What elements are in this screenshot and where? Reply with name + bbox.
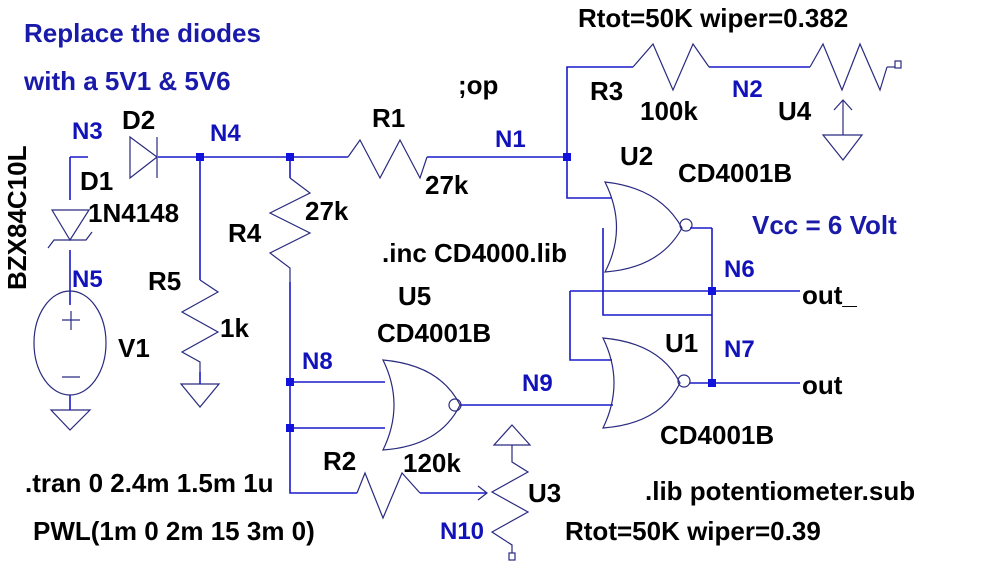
resistor-r3-symbol	[632, 42, 710, 92]
nor-gate-u5-symbol	[381, 359, 462, 451]
d1-ref: D1	[80, 166, 114, 196]
v1-ref: V1	[118, 333, 150, 363]
u3-value: Rtot=50K wiper=0.39	[565, 516, 821, 546]
net-label-n3: N3	[72, 118, 103, 145]
u2-ref: U2	[620, 141, 654, 171]
resistor-r5-symbol	[180, 279, 220, 372]
u3-ref: U3	[528, 478, 562, 508]
net-label-n10: N10	[440, 518, 485, 545]
net-label-n9: N9	[522, 370, 553, 397]
port-out: out	[802, 370, 843, 400]
diode-d2-symbol	[129, 135, 158, 180]
resistor-r2-symbol	[356, 471, 421, 520]
r3-ref: R3	[590, 76, 624, 106]
net-label-n5: N5	[72, 266, 103, 293]
directive-tran: .tran 0 2.4m 1.5m 1u	[25, 468, 274, 498]
junction-n8-b	[286, 424, 294, 432]
u2-value: CD4001B	[678, 158, 793, 188]
d2-ref: D2	[122, 105, 156, 135]
directive-op: ;op	[458, 70, 499, 100]
junction-n1	[563, 153, 571, 161]
ground-symbols	[49, 99, 864, 431]
u4-ref: U4	[778, 96, 812, 126]
directive-lib: .lib potentiometer.sub	[645, 476, 916, 506]
v1-value: PWL(1m 0 2m 15 3m 0)	[33, 516, 315, 546]
u1-value: CD4001B	[660, 420, 775, 450]
net-label-n7: N7	[724, 336, 755, 363]
r3-value: 100k	[640, 96, 698, 126]
r2-value: 120k	[403, 448, 461, 478]
u5-value: CD4001B	[377, 318, 492, 348]
port-out-bar: out_	[802, 280, 857, 310]
u5-ref: U5	[398, 281, 432, 311]
junction-n7	[708, 379, 716, 387]
resistor-r1-symbol	[347, 138, 428, 180]
junctions	[196, 153, 716, 432]
junction-n4-b	[286, 153, 294, 161]
zener-d1-symbol	[47, 209, 93, 249]
r4-value: 27k	[305, 196, 349, 226]
directive-inc: .inc CD4000.lib	[382, 238, 567, 268]
resistor-r4-symbol	[268, 177, 312, 282]
u4-value: Rtot=50K wiper=0.382	[578, 3, 849, 33]
note-replace-diodes-line2: with a 5V1 & 5V6	[24, 66, 231, 96]
net-label-n8: N8	[302, 348, 333, 375]
note-replace-diodes-line1: Replace the diodes	[24, 18, 261, 48]
r1-value: 27k	[425, 170, 469, 200]
potentiometer-u3-symbol	[477, 424, 532, 561]
net-label-n1: N1	[495, 126, 526, 153]
r2-ref: R2	[323, 446, 357, 476]
nor-gate-u1-symbol	[601, 337, 691, 429]
potentiometer-u4-symbol	[809, 42, 902, 92]
voltage-source-v1-symbol	[33, 290, 107, 396]
r5-ref: R5	[148, 266, 182, 296]
r4-ref: R4	[228, 218, 262, 248]
r1-ref: R1	[372, 103, 406, 133]
junction-n6	[708, 287, 716, 295]
junction-n8-a	[286, 378, 294, 386]
d2-value: 1N4148	[88, 198, 180, 228]
junction-n4-a	[196, 153, 204, 161]
net-label-n4: N4	[210, 120, 241, 147]
d1-value: BZX84C10L	[2, 145, 32, 291]
wires	[69, 66, 810, 494]
r5-value: 1k	[220, 313, 249, 343]
net-label-n6: N6	[724, 256, 755, 283]
u1-ref: U1	[665, 328, 699, 358]
note-vcc: Vcc = 6 Volt	[752, 210, 897, 240]
nor-gate-u2-symbol	[603, 181, 693, 273]
net-label-n2: N2	[732, 76, 763, 103]
